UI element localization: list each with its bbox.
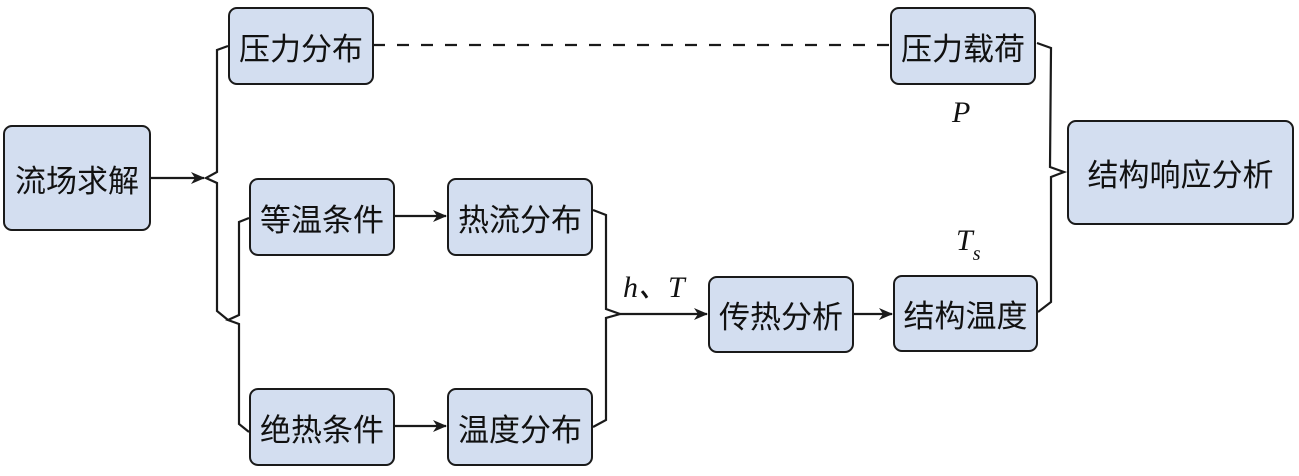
node-heat-transfer-analysis: 传热分析 bbox=[708, 276, 854, 353]
label-Ts-main: T bbox=[956, 224, 973, 257]
bracket-left-outer bbox=[203, 44, 229, 321]
node-structure-temperature: 结构温度 bbox=[893, 275, 1038, 352]
label-h-T: h、T bbox=[623, 271, 685, 304]
node-flow-solution: 流场求解 bbox=[3, 125, 151, 231]
label-P: P bbox=[952, 96, 971, 129]
label-Ts-sub: s bbox=[972, 243, 981, 265]
bracket-left-inner bbox=[225, 216, 250, 433]
node-temperature-distribution: 温度分布 bbox=[447, 388, 593, 466]
node-structural-response-analysis: 结构响应分析 bbox=[1067, 120, 1294, 225]
label-Ts: Ts bbox=[956, 224, 980, 266]
node-pressure-distribution: 压力分布 bbox=[228, 7, 374, 85]
node-adiabatic-condition: 绝热条件 bbox=[249, 388, 395, 466]
node-isothermal-condition: 等温条件 bbox=[249, 178, 395, 256]
node-pressure-load: 压力载荷 bbox=[890, 7, 1036, 85]
bracket-middle bbox=[592, 208, 624, 428]
node-heat-flux-distribution: 热流分布 bbox=[447, 178, 593, 256]
bracket-right bbox=[1036, 41, 1068, 313]
